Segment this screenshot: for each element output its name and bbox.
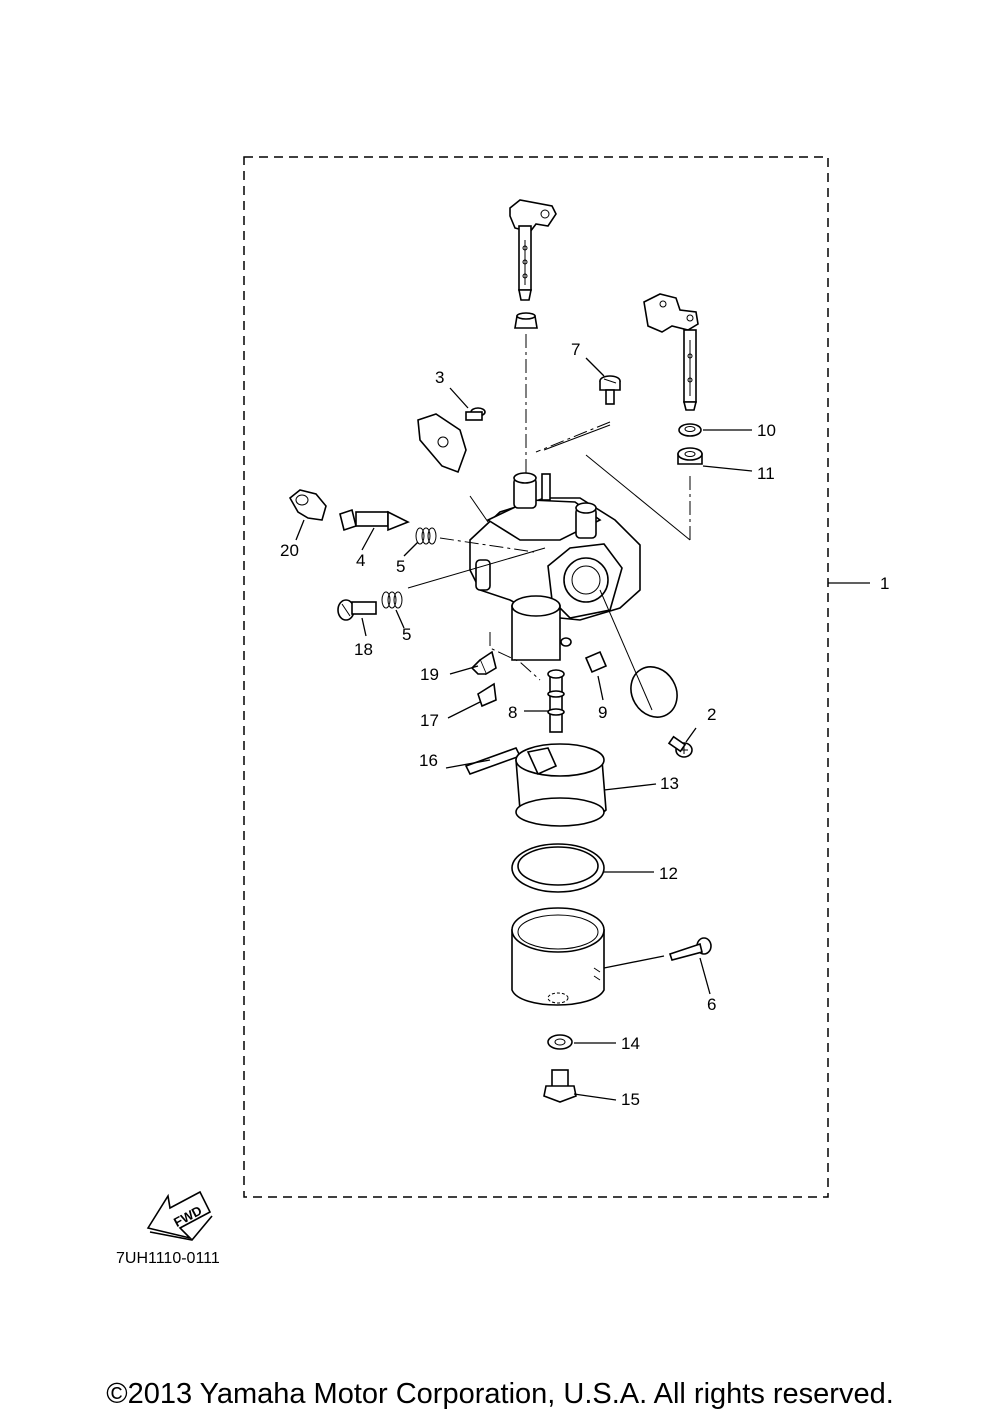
washer-14 [547,1034,573,1050]
callout-5-lower: 5 [402,625,411,644]
callout-3: 3 [435,368,444,387]
float-bowl [511,907,605,1006]
carburetor-body [469,472,641,661]
callout-18: 18 [354,640,373,659]
callout-15: 15 [621,1090,640,1109]
callout-20: 20 [280,541,299,560]
cover-plate [417,413,467,474]
screw-2 [667,735,693,758]
callout-9: 9 [598,703,607,722]
callout-5-upper: 5 [396,557,405,576]
callout-19: 19 [420,665,439,684]
fwd-arrow-icon: FWD [146,1190,213,1241]
spring-5-lower [381,591,403,609]
throttle-lever-shaft [643,293,699,411]
seal-11 [677,447,703,465]
idle-cap-20 [288,489,327,521]
assembly-boundary [243,156,829,1198]
callout-2: 2 [707,705,716,724]
callout-4: 4 [356,551,365,570]
shaft-seal [514,312,538,329]
screw-3 [465,407,486,421]
callout-17: 17 [420,711,439,730]
pin-16 [464,747,522,775]
float-13 [515,743,607,827]
choke-lever-shaft [509,199,557,301]
callout-labels: 1 2 3 4 5 5 6 7 8 9 10 11 12 13 14 15 16… [280,340,889,1109]
callout-11: 11 [757,464,775,483]
callout-1: 1 [880,574,889,593]
main-jet-9 [584,650,608,674]
main-nozzle-8 [547,669,565,733]
callout-12: 12 [659,864,678,883]
callout-13: 13 [660,774,679,793]
gasket-12 [511,843,605,893]
drain-bolt-15 [543,1069,577,1103]
throttle-stop-screw-18 [337,599,377,621]
callout-16: 16 [419,751,438,770]
callout-7: 7 [571,340,580,359]
pilot-screw-4 [339,508,410,532]
leader-lines [295,357,870,1101]
callout-8: 8 [508,703,517,722]
diaphragm-cover [630,666,678,718]
clip-17 [477,682,497,708]
callout-10: 10 [757,421,776,440]
copyright-notice: ©2013 Yamaha Motor Corporation, U.S.A. A… [106,1378,894,1410]
needle-valve-19 [470,650,497,676]
diagram-part-code: 7UH1110-0111 [116,1250,220,1267]
screw-7 [599,375,621,405]
screw-6 [668,937,712,961]
callout-6: 6 [707,995,716,1014]
spring-5-upper [415,527,437,545]
callout-14: 14 [621,1034,640,1053]
washer-10 [678,423,702,437]
